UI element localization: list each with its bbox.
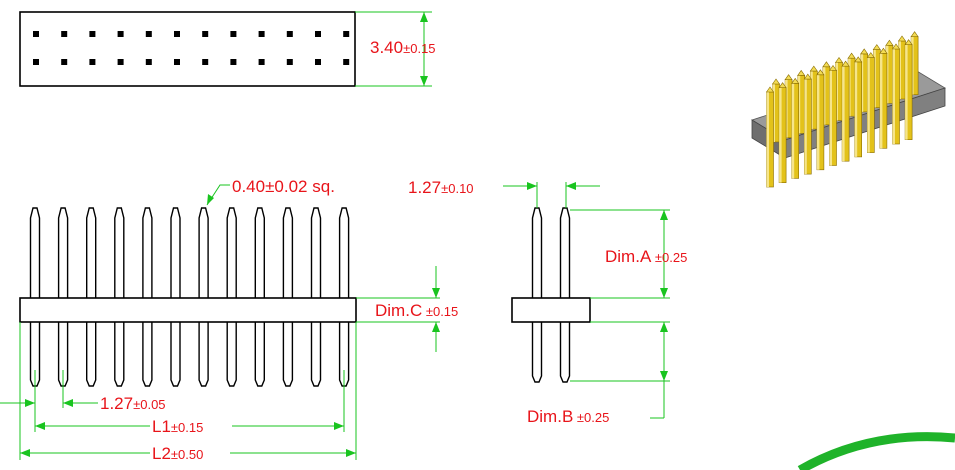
top-pin-square xyxy=(174,31,180,37)
top-pin-square xyxy=(286,31,293,37)
top-pin-square xyxy=(89,31,96,37)
top-pin-square xyxy=(315,59,321,65)
front-pin xyxy=(254,207,265,387)
top-pin-square xyxy=(202,59,209,65)
top-view-pins xyxy=(33,31,350,65)
top-pin-square xyxy=(61,31,68,37)
side-view-insulator xyxy=(511,297,591,323)
dim-c-label: Dim.C ±0.15 xyxy=(375,301,458,320)
row-pitch-label: 1.27±0.10 xyxy=(408,178,474,197)
top-pin-square xyxy=(117,31,124,37)
connector-3d-render xyxy=(751,31,946,188)
side-pin xyxy=(559,207,571,383)
front-view-pins xyxy=(29,207,350,387)
front-pin xyxy=(114,207,125,387)
front-view-insulator xyxy=(19,297,357,323)
front-pin xyxy=(198,207,209,387)
front-pin xyxy=(142,207,153,387)
pin-size-label: 0.40±0.02 sq. xyxy=(232,177,335,196)
top-pin-square xyxy=(33,31,39,37)
top-pin-square xyxy=(230,59,237,65)
top-pin-square xyxy=(117,59,124,65)
top-pin-square xyxy=(33,59,39,65)
top-pin-square xyxy=(89,59,96,65)
front-pin xyxy=(29,207,41,387)
dim-b-label: Dim.B ±0.25 xyxy=(527,407,609,426)
top-pin-square xyxy=(230,31,237,37)
top-pin-square xyxy=(258,59,265,65)
side-pin xyxy=(531,207,543,383)
logo-arc xyxy=(797,432,955,470)
top-view-body xyxy=(19,11,356,87)
l1-label: L1±0.15 xyxy=(152,417,203,436)
front-pin xyxy=(282,207,294,387)
top-pin-square xyxy=(315,31,321,37)
top-pin-square xyxy=(174,59,180,65)
l2-label: L2±0.50 xyxy=(152,444,203,463)
top-pin-square xyxy=(145,31,152,37)
pitch-label: 1.27±0.05 xyxy=(100,394,166,413)
top-pin-square xyxy=(61,59,68,65)
front-pin xyxy=(310,207,322,387)
top-pin-square xyxy=(202,31,209,37)
side-view: 1.27±0.10 Dim.A ±0.25 Dim.B ±0.25 xyxy=(408,178,687,426)
top-height-label: 3.40±0.15 xyxy=(370,38,436,57)
front-pin xyxy=(57,207,69,387)
side-view-pins xyxy=(531,207,571,383)
front-pin xyxy=(86,207,97,387)
dim-a-label: Dim.A ±0.25 xyxy=(605,247,687,266)
top-pin-square xyxy=(343,59,350,65)
top-pin-square xyxy=(343,31,350,37)
front-pin xyxy=(338,207,350,387)
top-pin-square xyxy=(258,31,265,37)
top-pin-square xyxy=(145,59,152,65)
top-view: 3.40±0.15 xyxy=(19,11,436,87)
top-pin-square xyxy=(286,59,293,65)
front-view: 0.40±0.02 sq. Dim.C ±0.15 1.27±0.05 L1±0… xyxy=(0,177,458,463)
front-pin xyxy=(170,207,181,387)
front-pin xyxy=(226,207,237,387)
